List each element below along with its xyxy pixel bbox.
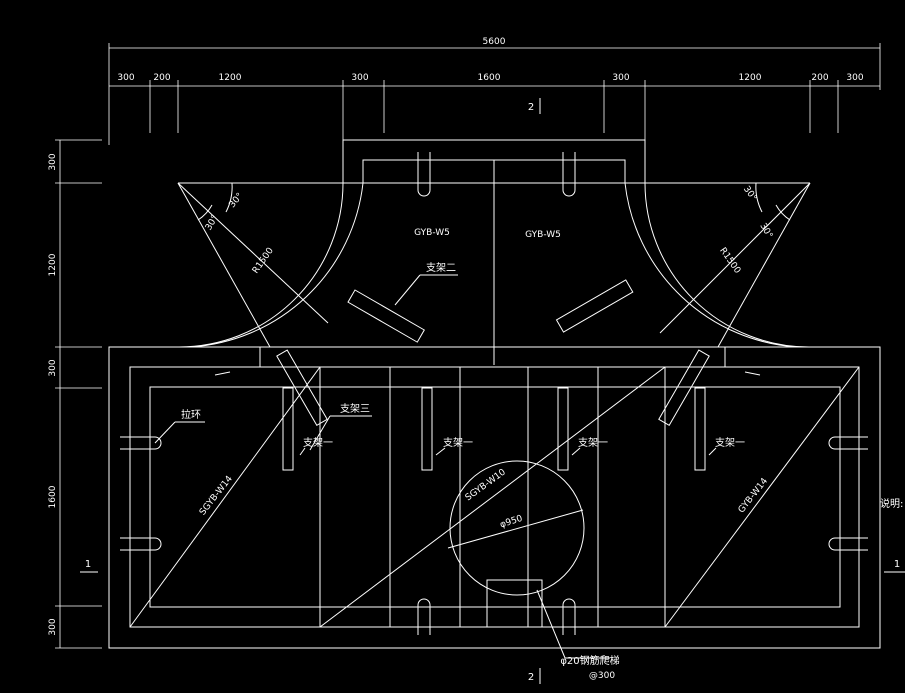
dim-top-9: 300: [846, 73, 863, 83]
dim-total: 5600: [483, 37, 506, 47]
label-gyb-right: GYB-W5: [525, 230, 561, 240]
dim-top-4: 300: [351, 73, 368, 83]
label-support-one-2: 支架一: [443, 437, 473, 449]
leaders: [154, 274, 717, 659]
pull-rings: [120, 436, 868, 635]
label-pipe-left: SGYB-W14: [198, 474, 235, 518]
dim-left-2: 1200: [48, 253, 58, 276]
label-support-one-4: 支架一: [715, 437, 745, 449]
dim-top-3: 1200: [219, 73, 242, 83]
label-note: 说明:: [880, 497, 903, 510]
label-support-one-1: 支架一: [303, 437, 333, 449]
label-pipe-center: SGYB-W10: [464, 467, 508, 503]
label-pull-ring: 拉环: [181, 408, 201, 421]
section-marker-2-top: 2: [528, 102, 534, 113]
label-gyb-left: GYB-W5: [414, 228, 450, 238]
dim-top-7: 1200: [739, 73, 762, 83]
top-dimension-lines: [108, 43, 881, 145]
label-pipe-right: GYB-W14: [737, 476, 771, 515]
dim-left-4: 1600: [48, 485, 58, 508]
label-rebar-spacing: @300: [589, 671, 615, 681]
section-marker-1-left: 1: [85, 559, 91, 570]
dim-top-6: 300: [612, 73, 629, 83]
label-support-three: 支架三: [340, 403, 370, 415]
label-support-two: 支架二: [426, 262, 456, 274]
dim-left-5: 300: [48, 618, 58, 635]
label-angle-left-1: 30°: [228, 191, 246, 210]
dim-top-8: 200: [811, 73, 828, 83]
dim-top-2: 200: [153, 73, 170, 83]
section-marker-1-right: 1: [894, 559, 900, 570]
label-rebar-ladder: φ20钢筋爬梯: [560, 654, 619, 667]
label-angle-right-2: 30°: [757, 222, 774, 241]
label-support-one-3: 支架一: [578, 437, 608, 449]
dim-top-5: 1600: [478, 73, 501, 83]
section-marker-2-bottom: 2: [528, 672, 534, 683]
right-fan: [555, 182, 811, 348]
dim-top-1: 300: [117, 73, 134, 83]
dim-left-1: 300: [48, 153, 58, 170]
left-dimension-lines: [55, 139, 102, 649]
dim-left-3: 300: [48, 359, 58, 376]
neck-structure: [342, 139, 646, 365]
left-fan: [177, 182, 425, 348]
central-manhole: [447, 460, 585, 659]
label-angle-left-2: 30°: [204, 214, 221, 233]
support-brackets: [276, 349, 710, 471]
main-chamber: [108, 346, 881, 649]
